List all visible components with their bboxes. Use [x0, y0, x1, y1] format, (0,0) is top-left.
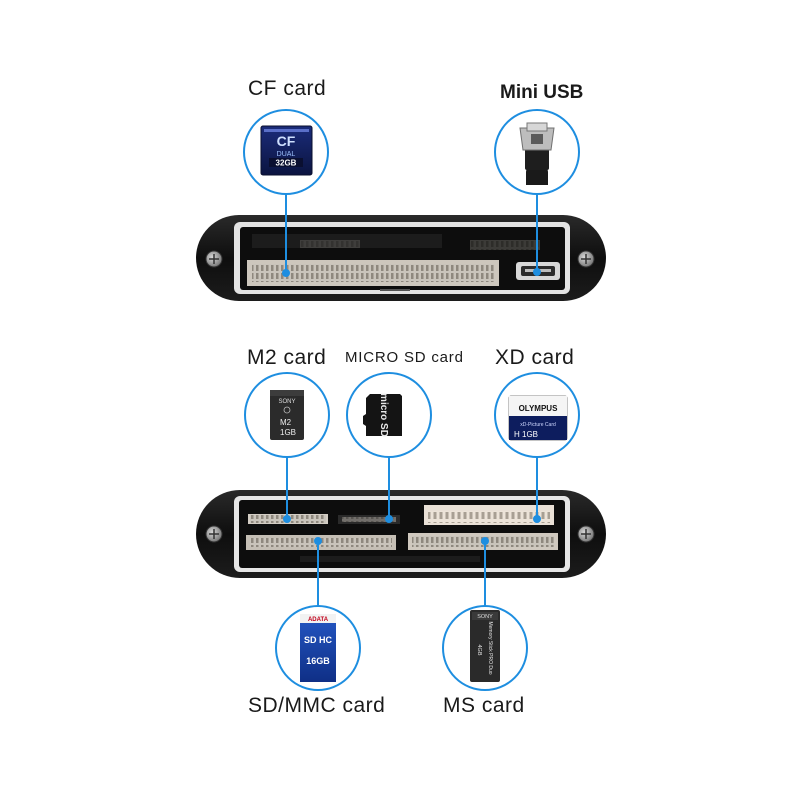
label-sd-mmc-card: SD/MMC card	[248, 694, 386, 717]
reader-top-body	[196, 215, 606, 301]
ms-card-text: Memory Stick PRO Duo	[487, 621, 493, 674]
cf-card-line1: CF	[277, 133, 296, 149]
sd-card-brand: ADATA	[308, 617, 329, 623]
label-m2-card: M2 card	[247, 346, 327, 369]
reader-bottom-body	[196, 490, 606, 578]
sd-card-type: SD HC	[304, 635, 333, 645]
screw-icon	[205, 525, 223, 543]
m2-card-image: SONY M2 1GB	[270, 390, 304, 440]
ms-card-brand: SONY	[477, 614, 493, 620]
xd-card-cap: H 1GB	[514, 430, 538, 439]
m2-card-line1: M2	[280, 418, 292, 427]
label-xd-card: XD card	[495, 346, 575, 369]
m2-card-brand: SONY	[278, 399, 295, 405]
xd-card-image: OLYMPUS xD-Picture Card H 1GB	[508, 395, 568, 441]
ms-card-cap: 4GB	[476, 644, 482, 655]
label-ms-card: MS card	[443, 694, 525, 717]
sd-card-image: ADATA SD HC 16GB	[300, 614, 336, 682]
xd-card-sub: xD-Picture Card	[520, 422, 556, 428]
label-mini-usb: Mini USB	[500, 82, 584, 103]
label-cf-card: CF card	[248, 77, 327, 100]
screw-icon	[577, 250, 595, 268]
cf-card-line2: DUAL	[277, 151, 296, 158]
micro-sd-card-text: micro SD	[378, 393, 389, 437]
ms-card-image: SONY Memory Stick PRO Duo 4GB	[470, 610, 500, 682]
micro-sd-card-image: micro SD	[363, 393, 402, 437]
m2-card-line2: 1GB	[280, 428, 296, 437]
connector-lines	[282, 194, 541, 607]
sd-card-cap: 16GB	[306, 656, 330, 666]
label-micro-sd-card: MICRO SD card	[345, 349, 464, 366]
cf-card-line3: 32GB	[276, 159, 297, 168]
xd-card-brand: OLYMPUS	[519, 404, 558, 413]
mini-usb-plug-icon	[519, 122, 555, 185]
cf-card-image: CF DUAL 32GB	[260, 125, 313, 176]
screw-icon	[205, 250, 223, 268]
screw-icon	[577, 525, 595, 543]
